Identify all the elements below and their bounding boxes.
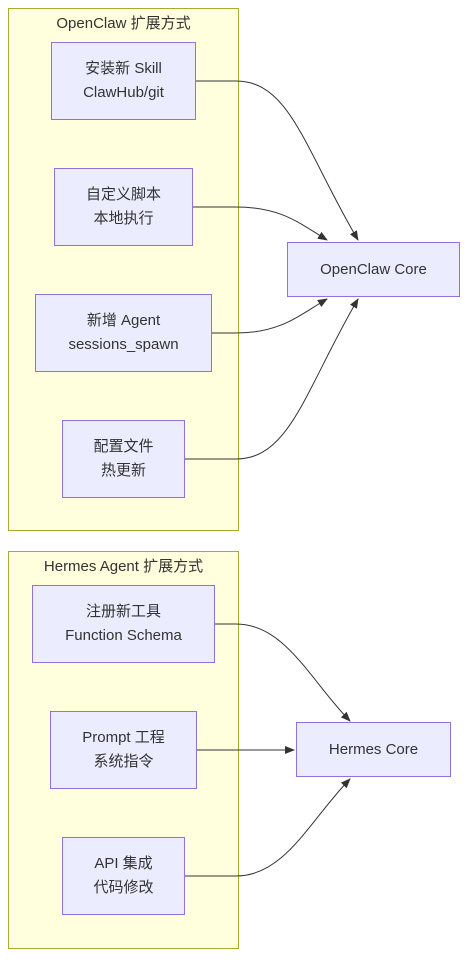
- node-api-integration-line1: API 集成: [94, 855, 153, 872]
- node-new-agent-line2: sessions_spawn: [68, 336, 179, 353]
- node-register-tool: 注册新工具 Function Schema: [32, 585, 215, 663]
- node-custom-script-line2: 本地执行: [93, 210, 154, 227]
- node-register-tool-line2: Function Schema: [65, 627, 182, 644]
- node-prompt-engineering-line2: 系统指令: [93, 753, 154, 770]
- node-install-skill-line1: 安装新 Skill: [85, 60, 162, 77]
- node-new-agent: 新增 Agent sessions_spawn: [35, 294, 212, 372]
- node-new-agent-line1: 新增 Agent: [86, 312, 161, 329]
- node-hermes-core: Hermes Core: [296, 722, 451, 777]
- node-hermes-core-label: Hermes Core: [328, 740, 419, 758]
- node-api-integration-line2: 代码修改: [93, 879, 154, 896]
- node-config-file-line2: 热更新: [100, 462, 146, 479]
- openclaw-cluster-title: OpenClaw 扩展方式: [56, 15, 191, 32]
- node-install-skill: 安装新 Skill ClawHub/git: [51, 42, 196, 120]
- node-custom-script: 自定义脚本 本地执行: [54, 168, 193, 246]
- node-register-tool-line1: 注册新工具: [85, 603, 161, 620]
- node-custom-script-line1: 自定义脚本: [85, 186, 161, 203]
- hermes-cluster-title: Hermes Agent 扩展方式: [43, 558, 204, 575]
- node-openclaw-core-label: OpenClaw Core: [320, 260, 427, 278]
- node-config-file: 配置文件 热更新: [62, 420, 185, 498]
- node-config-file-line1: 配置文件: [93, 438, 154, 455]
- node-api-integration: API 集成 代码修改: [62, 837, 185, 915]
- node-openclaw-core: OpenClaw Core: [287, 242, 460, 297]
- node-prompt-engineering-line1: Prompt 工程: [82, 729, 165, 746]
- node-install-skill-line2: ClawHub/git: [83, 84, 164, 101]
- node-prompt-engineering: Prompt 工程 系统指令: [50, 711, 197, 789]
